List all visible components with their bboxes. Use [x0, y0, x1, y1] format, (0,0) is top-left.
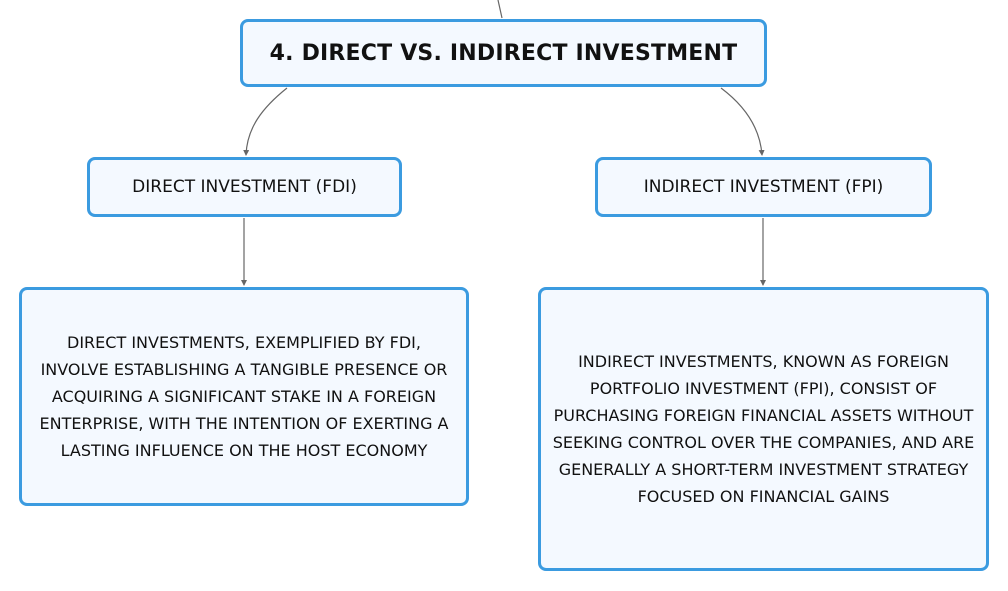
direct-investment-description-node[interactable]: DIRECT INVESTMENTS, EXEMPLIFIED BY FDI, …: [19, 287, 469, 506]
indirect-investment-label: INDIRECT INVESTMENT (FPI): [643, 177, 884, 197]
indirect-investment-description-node[interactable]: INDIRECT INVESTMENTS, KNOWN AS FOREIGN P…: [538, 287, 989, 571]
direct-investment-node[interactable]: DIRECT INVESTMENT (FDI): [87, 157, 402, 217]
direct-investment-label: DIRECT INVESTMENT (FDI): [132, 177, 357, 197]
indirect-investment-description: INDIRECT INVESTMENTS, KNOWN AS FOREIGN P…: [552, 352, 975, 506]
direct-investment-description: DIRECT INVESTMENTS, EXEMPLIFIED BY FDI, …: [39, 333, 449, 460]
connector-root-to-direct: [243, 87, 288, 156]
incoming-connector: [497, 0, 503, 19]
root-node-label: 4. DIRECT VS. INDIRECT INVESTMENT: [269, 40, 738, 66]
indirect-investment-node[interactable]: INDIRECT INVESTMENT (FPI): [595, 157, 932, 217]
root-node[interactable]: 4. DIRECT VS. INDIRECT INVESTMENT: [240, 19, 767, 87]
connector-root-to-indirect: [720, 87, 765, 156]
